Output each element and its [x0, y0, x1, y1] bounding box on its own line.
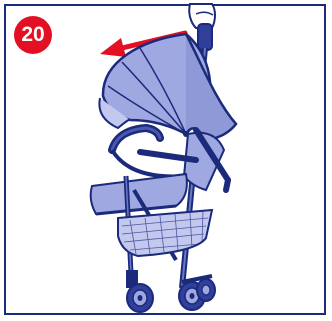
- front-wheel: [126, 270, 153, 312]
- seat: [91, 174, 187, 214]
- rear-wheel: [179, 276, 215, 310]
- handle-grip: [198, 24, 212, 50]
- shopping-basket: [118, 210, 212, 256]
